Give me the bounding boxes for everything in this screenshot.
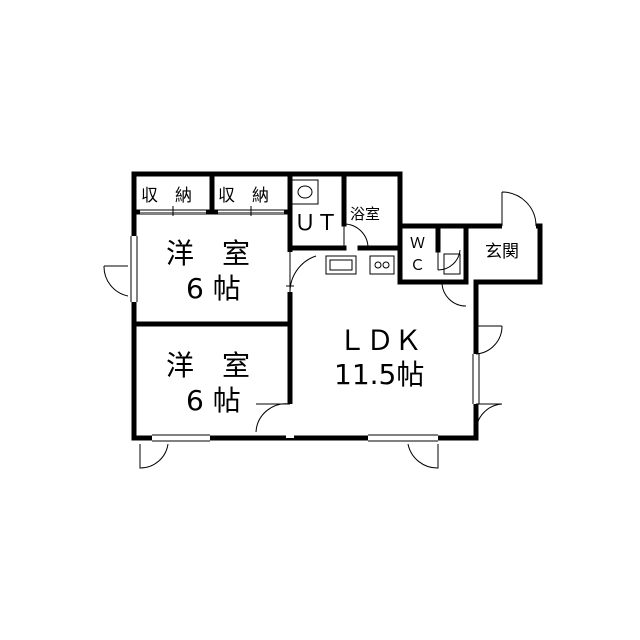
- door-wc: [437, 249, 461, 271]
- door-west-upper: [103, 265, 129, 297]
- door-entrance: [501, 191, 537, 230]
- closet-door-right: [218, 206, 284, 216]
- label-west-room-2-size: 6 帖: [186, 384, 241, 417]
- label-entrance: 玄関: [485, 242, 519, 262]
- door-bedroom2: [255, 403, 294, 438]
- label-bath: 浴室: [350, 205, 380, 223]
- kitchen-sink-icon: [325, 255, 357, 275]
- window-bottom-left: [152, 432, 210, 444]
- label-ldk-size: 11.5帖: [334, 358, 424, 391]
- door-ldk-east-lower: [475, 403, 503, 433]
- label-west-room-2-name: 洋 室: [166, 349, 250, 382]
- label-ldk-name: ＬＤＫ: [338, 324, 422, 357]
- door-ldk-east: [475, 325, 503, 355]
- door-bath: [343, 223, 369, 249]
- label-west-room-1-size: 6 帖: [186, 272, 241, 305]
- window-east-ldk: [470, 354, 482, 404]
- label-wc-c: Ｃ: [410, 256, 425, 274]
- interior-walls: [131, 171, 469, 405]
- door-ldk-to-hall: [441, 281, 467, 307]
- door-bedroom1: [286, 252, 317, 293]
- label-storage-right: 収 納: [218, 186, 269, 206]
- label-ut: ＵＴ: [294, 211, 338, 236]
- toilet-icon: [291, 179, 319, 205]
- stove-icon: [369, 255, 395, 275]
- closet-door-left: [140, 206, 206, 216]
- label-west-room-1-name: 洋 室: [166, 237, 250, 270]
- door-bottom-left: [139, 443, 169, 469]
- door-bottom-right: [407, 443, 439, 469]
- window-bottom-ldk: [368, 432, 438, 444]
- label-storage-left: 収 納: [141, 186, 192, 206]
- window-west-upper: [128, 236, 140, 302]
- label-wc-w: Ｗ: [410, 234, 425, 252]
- wc-fixture-icon: [443, 253, 461, 275]
